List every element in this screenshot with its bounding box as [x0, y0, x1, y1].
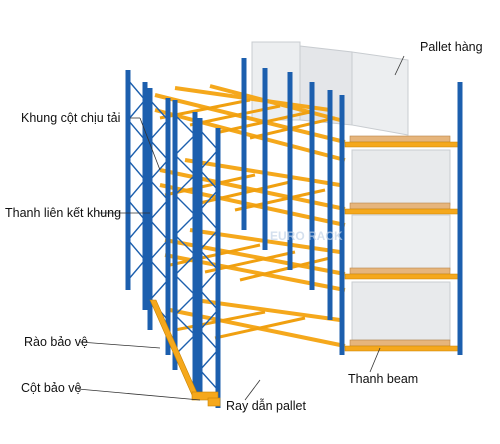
label-pallet-rail: Ray dẫn pallet [226, 399, 306, 413]
label-beam: Thanh beam [348, 372, 419, 386]
frame-bracing [127, 79, 219, 391]
label-pallet: Pallet hàng [420, 40, 483, 54]
watermark-logo: EURO RACK [270, 229, 343, 243]
upright-frames [125, 58, 463, 408]
label-guard-rail: Rào bảo vệ [24, 335, 88, 349]
guard-rail [149, 299, 221, 407]
label-upright-frame: Khung cột chịu tải [21, 111, 121, 125]
pallet-loads [251, 41, 451, 341]
label-column-guard: Cột bảo vệ [21, 381, 82, 395]
leader-lines [77, 55, 405, 401]
label-frame-bracing: Thanh liên kết khung [5, 206, 122, 220]
